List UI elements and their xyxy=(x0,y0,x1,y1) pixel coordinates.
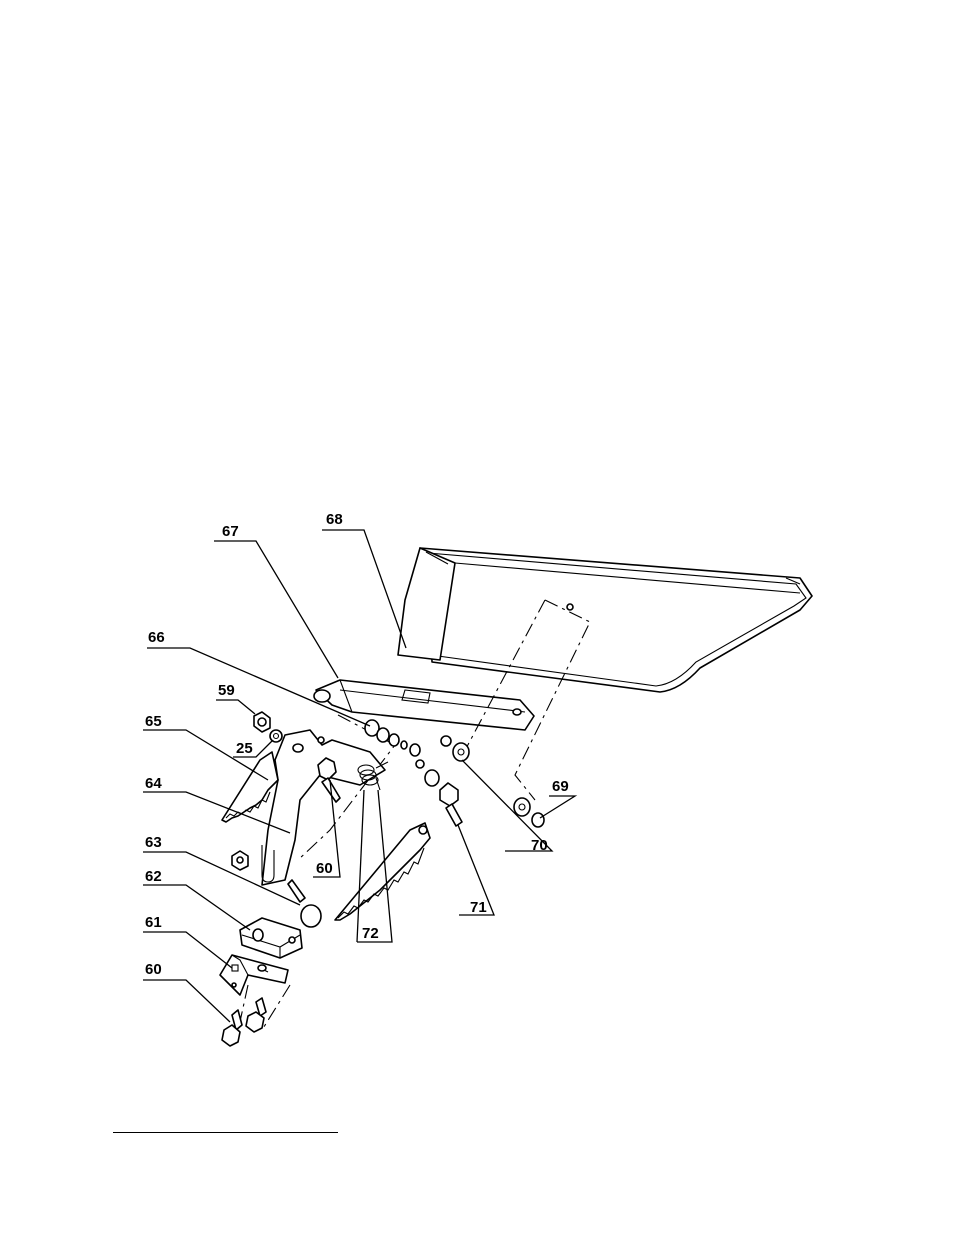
part-69-washer-nut xyxy=(514,798,544,827)
part-25-washer xyxy=(270,730,282,742)
callout-64: 64 xyxy=(145,775,162,792)
part-62-block xyxy=(240,918,302,958)
part-61-bracket xyxy=(220,955,288,995)
callout-70: 70 xyxy=(531,837,548,854)
part-71-bolt xyxy=(440,783,462,826)
callout-61: 61 xyxy=(145,914,162,931)
callout-65: 65 xyxy=(145,713,162,730)
part-63-pin xyxy=(288,880,321,927)
callout-71: 71 xyxy=(470,899,487,916)
callout-25: 25 xyxy=(236,740,253,757)
footnote-separator-line xyxy=(113,1132,338,1133)
callout-60-lower: 60 xyxy=(145,961,162,978)
callout-62: 62 xyxy=(145,868,162,885)
part-59-nut xyxy=(254,712,270,732)
callout-67: 67 xyxy=(222,523,239,540)
callout-68: 68 xyxy=(326,511,343,528)
callout-69: 69 xyxy=(552,778,569,795)
callout-60-upper: 60 xyxy=(316,860,333,877)
part-lower-nut xyxy=(232,851,248,870)
callout-63: 63 xyxy=(145,834,162,851)
callout-72: 72 xyxy=(362,925,379,942)
part-65-left-serrated-blade xyxy=(222,752,278,822)
part-70-bushing xyxy=(441,736,469,761)
callout-66: 66 xyxy=(148,629,165,646)
callout-59: 59 xyxy=(218,682,235,699)
part-68-chute-panel xyxy=(398,548,812,692)
part-67-bracket-arm xyxy=(314,680,534,730)
